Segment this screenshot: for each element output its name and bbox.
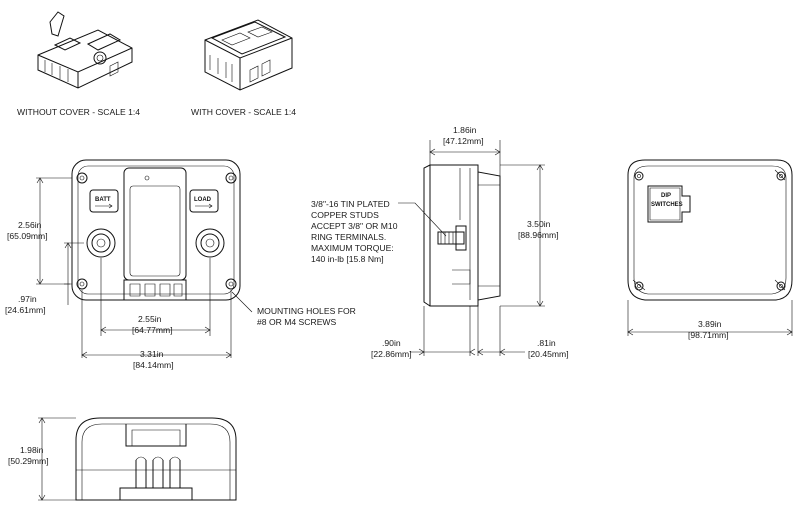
front-view: BATT LOAD (71, 159, 241, 301)
side-view (398, 164, 501, 307)
rear-width-mm: [98.71mm] (688, 330, 729, 340)
front-width-mm: [84.14mm] (133, 360, 174, 370)
bottom-height-in: 1.98in (20, 445, 44, 455)
dip-label-line2: SWITCHES (651, 202, 683, 208)
rear-view (627, 159, 793, 301)
iso-view-with-cover (204, 19, 293, 91)
stud-note-line4: RING TERMINALS. (311, 232, 386, 242)
batt-label: BATT (95, 197, 111, 203)
side-depth-mm: [47.12mm] (443, 136, 484, 146)
bottom-height-mm: [50.29mm] (8, 456, 49, 466)
mounting-note-line2: #8 OR M4 SCREWS (257, 317, 337, 327)
front-width-in: 3.31in (140, 349, 164, 359)
stud-note-line3: ACCEPT 3/8" OR M10 (311, 221, 398, 231)
side-height-mm: [88.96mm] (518, 230, 559, 240)
front-height-in: 2.56in (18, 220, 42, 230)
bottom-dimensions (38, 417, 76, 501)
caption-with-cover: WITH COVER - SCALE 1:4 (191, 107, 296, 117)
side-rear-mm: [20.45mm] (528, 349, 569, 359)
hole-spacing-in: 2.55in (138, 314, 162, 324)
side-height-in: 3.50in (527, 219, 551, 229)
side-rear-in: .81in (537, 338, 556, 348)
side-base-in: .90in (382, 338, 401, 348)
side-base-mm: [22.86mm] (371, 349, 412, 359)
stud-note-line6: 140 in-lb [15.8 Nm] (311, 254, 384, 264)
stud-height-mm: [24.61mm] (5, 305, 46, 315)
rear-dimensions (627, 300, 793, 336)
iso-view-without-cover (37, 11, 133, 89)
dip-label-line1: DIP (661, 193, 671, 199)
side-dimensions (410, 140, 545, 356)
rear-width-in: 3.89in (698, 319, 722, 329)
stud-note-line5: MAXIMUM TORQUE: (311, 243, 394, 253)
stud-height-in: .97in (18, 294, 37, 304)
front-height-mm: [65.09mm] (7, 231, 48, 241)
load-label: LOAD (194, 197, 212, 203)
mounting-note-line1: MOUNTING HOLES FOR (257, 306, 356, 316)
hole-spacing-mm: [64.77mm] (132, 325, 173, 335)
bottom-view (75, 417, 237, 501)
stud-note-line1: 3/8"-16 TIN PLATED (311, 199, 390, 209)
stud-note-line2: COPPER STUDS (311, 210, 379, 220)
caption-without-cover: WITHOUT COVER - SCALE 1:4 (17, 107, 140, 117)
front-dimensions (36, 177, 253, 359)
side-depth-in: 1.86in (453, 125, 477, 135)
